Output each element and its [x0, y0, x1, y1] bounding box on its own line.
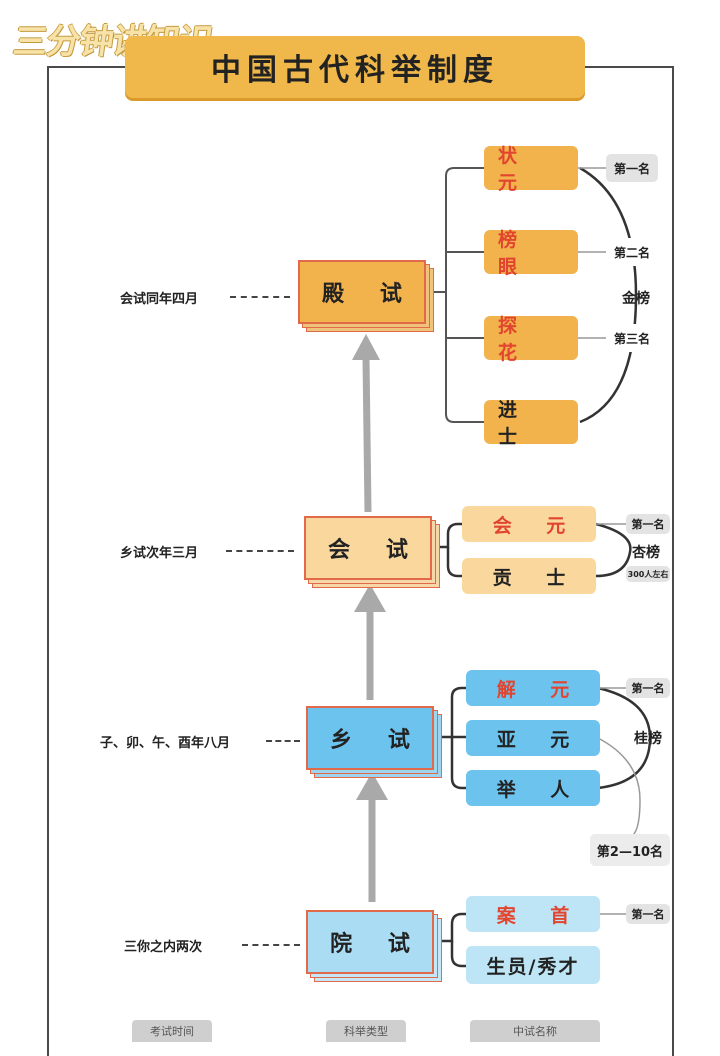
- note-huishi-first: 第一名: [626, 514, 670, 534]
- rank-jieyuan: 解 元: [466, 670, 600, 706]
- rank-bangyan: 榜 眼: [484, 229, 578, 278]
- dash-xiangshi: [266, 740, 300, 742]
- label-guibang: 桂榜: [634, 731, 662, 747]
- rank-shengyuan-xiucai: 生员/秀才: [466, 946, 600, 984]
- rank-juren: 举 人: [466, 770, 600, 806]
- stage-xiangshi-label: 乡 试: [306, 706, 434, 770]
- note-yuanshi-first: 第一名: [626, 904, 670, 924]
- note-second-to-tenth: 第2—10名: [590, 834, 670, 866]
- time-huishi: 乡试次年三月: [120, 546, 199, 561]
- arrow-to-huishi: [354, 584, 386, 612]
- time-xiangshi: 子、卯、午、酉年八月: [100, 736, 231, 751]
- arrow-to-xiangshi: [356, 772, 388, 800]
- rank-huiyuan: 会 元: [462, 506, 596, 542]
- dash-huishi: [226, 550, 294, 552]
- stage-huishi: 会 试: [304, 516, 440, 588]
- note-xiangshi-first: 第一名: [626, 678, 670, 698]
- page-title: 中国古代科举制度: [125, 36, 585, 98]
- rank-tanhua: 探 花: [484, 315, 578, 364]
- time-dianshi: 会试同年四月: [120, 292, 199, 307]
- stage-yuanshi: 院 试: [306, 910, 442, 982]
- stage-dianshi-label: 殿 试: [298, 260, 426, 324]
- rank-yayuan: 亚 元: [466, 720, 600, 756]
- footer-chip-name: 中试名称: [470, 1020, 600, 1042]
- time-yuanshi: 三你之内两次: [124, 940, 203, 955]
- dash-dianshi: [230, 296, 290, 298]
- rank-zhuangyuan: 状 元: [484, 145, 578, 194]
- arrow-to-dianshi: [352, 334, 380, 360]
- stage-dianshi: 殿 试: [298, 260, 434, 332]
- footer-chip-time: 考试时间: [132, 1020, 212, 1042]
- rank-jinshi: 进 士: [484, 399, 578, 448]
- label-xingbang: 杏榜: [632, 545, 660, 561]
- rank-gongshi: 贡 士: [462, 558, 596, 594]
- note-third-place: 第三名: [606, 324, 658, 352]
- stage-huishi-label: 会 试: [304, 516, 432, 580]
- stage-xiangshi: 乡 试: [306, 706, 442, 778]
- footer-chip-type: 科举类型: [326, 1020, 406, 1042]
- label-jinbang: 金榜: [622, 291, 650, 307]
- note-gongshi-count: 300人左右: [626, 566, 670, 582]
- rank-anshou: 案 首: [466, 896, 600, 932]
- stage-yuanshi-label: 院 试: [306, 910, 434, 974]
- note-first-place: 第一名: [606, 154, 658, 182]
- note-second-place: 第二名: [606, 238, 658, 266]
- dash-yuanshi: [242, 944, 300, 946]
